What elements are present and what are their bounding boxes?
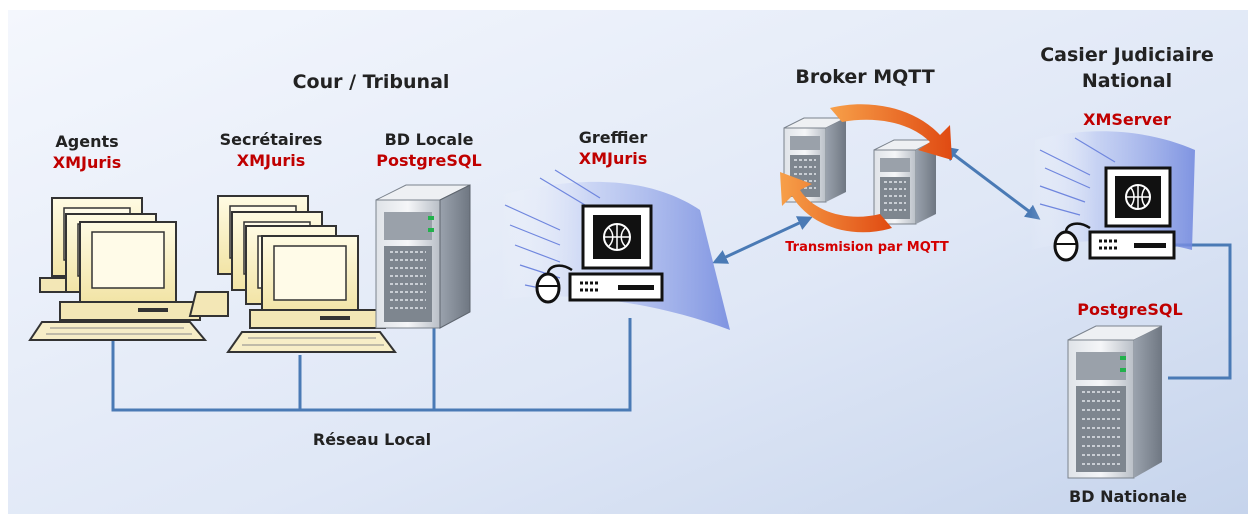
mqtt-cycle-arrow-top <box>830 104 952 160</box>
bd-locale-label: BD Locale <box>384 130 474 149</box>
agents-label: Agents <box>55 132 119 151</box>
national-db-link <box>1168 243 1232 380</box>
national-title-line1: Casier Judiciaire <box>1040 44 1214 66</box>
secretaires-workstations <box>188 195 397 353</box>
bd-locale-server <box>375 184 471 329</box>
national-title-line2: National <box>1081 70 1173 92</box>
secretaires-software: XMJuris <box>236 151 306 170</box>
bd-locale-software: PostgreSQL <box>376 151 482 170</box>
bd-nationale-software: PostgreSQL <box>1077 300 1183 319</box>
court-title: Cour / Tribunal <box>292 71 450 93</box>
xmserver-workstation <box>1053 166 1176 262</box>
agents-workstations <box>28 197 208 341</box>
greffier-software: XMJuris <box>578 149 648 168</box>
local-network-lines <box>111 318 632 412</box>
greffier-label: Greffier <box>578 128 648 147</box>
agents-software: XMJuris <box>52 153 122 172</box>
secretaires-label: Secrétaires <box>219 130 323 149</box>
network-label: Réseau Local <box>312 430 432 449</box>
bd-nationale-label: BD Nationale <box>1069 487 1187 506</box>
bd-nationale-server <box>1067 325 1163 479</box>
broker-server-right <box>873 139 937 225</box>
mqtt-cycle-arrow-bottom <box>780 172 892 233</box>
xmserver-label: XMServer <box>1083 110 1171 129</box>
transmission-label: Transmision par MQTT <box>785 240 949 255</box>
broker-xmserver-arrow <box>942 146 1041 220</box>
greffier-broker-arrow <box>712 216 813 264</box>
greffier-workstation <box>535 204 664 304</box>
broker-title: Broker MQTT <box>795 66 935 88</box>
